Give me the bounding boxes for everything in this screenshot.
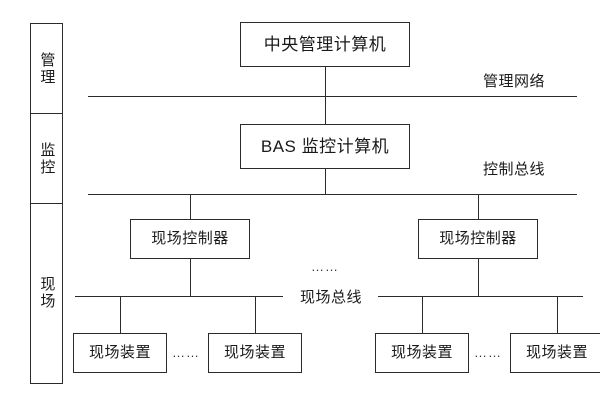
field-bus-line-right bbox=[378, 296, 583, 297]
connector-central-to-management-network bbox=[325, 67, 326, 96]
ellipsis-controllers: …… bbox=[311, 259, 339, 274]
node-field-controller-right[interactable]: 现场控制器 bbox=[418, 219, 538, 259]
label-control-bus: 控制总线 bbox=[483, 161, 546, 178]
connector-bas-to-control-bus bbox=[325, 169, 326, 194]
connector-field-bus-to-device-4 bbox=[557, 296, 558, 333]
management-network-bus-line bbox=[88, 96, 577, 97]
label-field-bus: 现场总线 bbox=[296, 286, 367, 307]
legend-column: 管理 监控 现场 bbox=[30, 23, 63, 384]
node-field-device-3[interactable]: 现场装置 bbox=[375, 333, 469, 373]
legend-label-field: 现场 bbox=[38, 276, 56, 310]
node-field-controller-left[interactable]: 现场控制器 bbox=[130, 219, 250, 259]
node-field-device-1[interactable]: 现场装置 bbox=[73, 333, 167, 373]
legend-label-management: 管理 bbox=[38, 51, 56, 86]
legend-cell-monitoring: 监控 bbox=[31, 114, 62, 204]
legend-cell-management: 管理 bbox=[31, 24, 62, 114]
node-field-device-2[interactable]: 现场装置 bbox=[208, 333, 302, 373]
connector-field-bus-to-device-3 bbox=[422, 296, 423, 333]
connector-field-bus-to-device-1 bbox=[120, 296, 121, 333]
connector-control-bus-to-controller-left bbox=[190, 194, 191, 219]
node-bas-monitoring-computer[interactable]: BAS 监控计算机 bbox=[240, 124, 410, 169]
legend-label-monitoring: 监控 bbox=[38, 141, 56, 176]
ellipsis-devices-right: …… bbox=[474, 345, 502, 360]
connector-control-bus-to-controller-right bbox=[478, 194, 479, 219]
node-field-device-4[interactable]: 现场装置 bbox=[510, 333, 600, 373]
field-bus-line-left bbox=[75, 296, 283, 297]
node-central-management-computer[interactable]: 中央管理计算机 bbox=[240, 22, 410, 67]
connector-management-network-to-bas bbox=[325, 96, 326, 124]
legend-cell-field: 现场 bbox=[31, 204, 62, 382]
label-management-network: 管理网络 bbox=[483, 73, 546, 90]
connector-field-bus-to-device-2 bbox=[255, 296, 256, 333]
connector-controller-left-to-field-bus bbox=[190, 259, 191, 296]
connector-controller-right-to-field-bus bbox=[478, 259, 479, 296]
control-bus-line bbox=[88, 194, 577, 195]
ellipsis-devices-left: …… bbox=[172, 345, 200, 360]
